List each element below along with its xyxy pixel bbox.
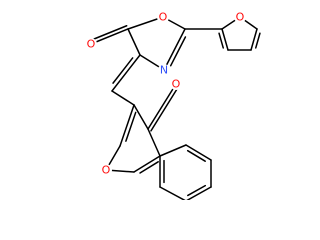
atom-o-chromone-ring: O	[100, 164, 112, 177]
bond-chromone-c4a-c8a	[133, 155, 161, 173]
bond-chromone-c3-c4	[133, 104, 149, 130]
atom-label-o-carbonyl-chromone: O	[172, 78, 181, 91]
bond-furan-c3-c4	[221, 28, 229, 51]
bond-benzo-c8-c8a	[159, 186, 186, 200]
atom-n-oxazolone-ring: N	[158, 64, 170, 77]
bond-oxazolone-c2-n3	[163, 28, 186, 71]
bond-furan-c1-c2-second	[254, 32, 261, 49]
bond-methylidene-bond	[111, 54, 141, 92]
bond-oxazolone-carbonyl	[90, 28, 129, 45]
molecule-structure: O O O N O O	[85, 11, 261, 200]
atom-label-n-oxazolone-ring: N	[160, 64, 168, 77]
bond-chromone-c2-c3	[119, 104, 135, 147]
bond-oxazolone-o1-c5	[127, 16, 164, 30]
atom-label-o-chromone-ring: O	[102, 164, 111, 177]
atom-label-o-furan: O	[236, 11, 245, 24]
bond-methylidene-to-chromone	[111, 90, 135, 106]
bond-layer	[88, 16, 261, 200]
bond-benzo-c7-c8	[186, 186, 212, 200]
bond-oxazolone-carbonyl-second	[88, 25, 128, 42]
atom-o-carbonyl-oxazolone: O	[85, 38, 97, 51]
bond-benzo-c5-c6-second	[186, 149, 206, 162]
bond-benzo-c7-c8-second	[187, 184, 207, 197]
atom-o-furan: O	[234, 11, 246, 24]
atom-o-oxazolone-ring: O	[157, 11, 169, 24]
bond-methylidene-bond-second	[112, 57, 134, 84]
atom-o-carbonyl-chromone: O	[170, 78, 182, 91]
bond-chromone-c4-carbonyl-second	[150, 85, 180, 132]
bond-oxazolone-c2-n3-second	[169, 36, 187, 67]
bond-chromone-c2-c3-second	[125, 111, 137, 142]
bond-benzo-c5-c6	[185, 144, 212, 161]
bond-furan-c3-c4-second	[218, 32, 225, 49]
bond-benzo-c4a-c5	[159, 144, 187, 157]
bond-chromone-c4-c4a	[147, 128, 161, 157]
bond-chromone-c4a-c8a-second	[139, 161, 159, 174]
bond-chromone-c4-carbonyl	[147, 83, 177, 130]
bond-oxazolone-c5-c4	[127, 28, 141, 56]
bond-furan-c1-c2	[250, 28, 258, 51]
atom-label-o-carbonyl-oxazolone: O	[87, 38, 96, 51]
atom-label-o-oxazolone-ring: O	[159, 11, 168, 24]
atom-label-layer: O O O N O O	[85, 11, 246, 177]
